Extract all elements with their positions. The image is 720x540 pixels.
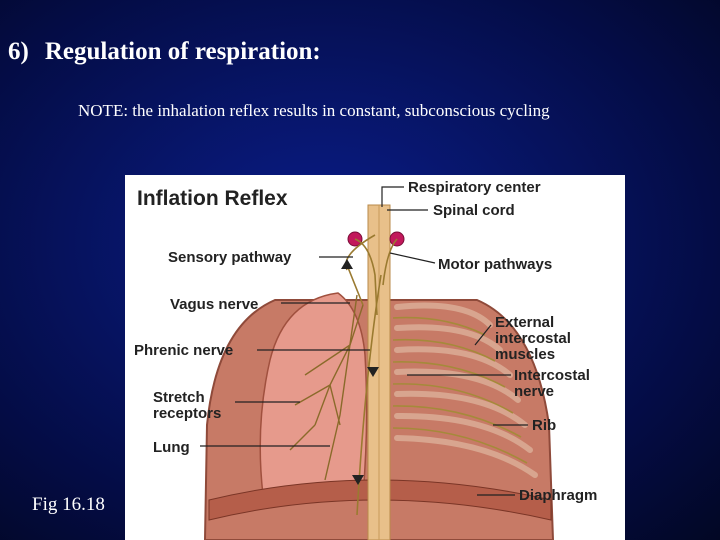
motor-pathways-label: Motor pathways bbox=[438, 256, 552, 273]
vagus-nerve-label: Vagus nerve bbox=[170, 296, 258, 313]
external-intercostal-label-2: intercostal bbox=[495, 330, 571, 347]
figure-caption: Fig 16.18 bbox=[32, 494, 105, 515]
rib-label: Rib bbox=[532, 417, 556, 434]
intercostal-nerve-label-2: nerve bbox=[514, 383, 554, 400]
leader-lines bbox=[200, 186, 528, 496]
respiratory-center-label: Respiratory center bbox=[408, 179, 541, 196]
ribs bbox=[394, 302, 538, 478]
inflation-reflex-diagram: Inflation Reflex Respiratory center Spin… bbox=[134, 179, 597, 540]
stretch-receptors-label-1: Stretch bbox=[153, 389, 205, 406]
diaphragm-label: Diaphragm bbox=[519, 487, 597, 504]
intercostal-nerves bbox=[392, 316, 528, 464]
external-intercostal-label-1: External bbox=[495, 314, 554, 331]
slide-note: NOTE: the inhalation reflex results in c… bbox=[78, 101, 550, 120]
slide-number: 6) bbox=[8, 38, 29, 65]
slide-title-text: Regulation of respiration: bbox=[44, 38, 321, 65]
inflation-reflex-figure: Inflation Reflex Respiratory center Spin… bbox=[125, 175, 625, 540]
phrenic-nerve-label: Phrenic nerve bbox=[134, 342, 233, 359]
diaphragm-shape bbox=[208, 479, 552, 521]
spinal-cord-label: Spinal cord bbox=[433, 202, 515, 219]
external-intercostal-label-3: muscles bbox=[495, 346, 555, 363]
stretch-receptors-label-2: receptors bbox=[153, 405, 221, 422]
flow-arrows bbox=[341, 259, 379, 485]
slide-title: 6) Regulation of respiration: bbox=[8, 38, 321, 66]
sensory-pathway-label: Sensory pathway bbox=[168, 249, 292, 266]
lung-label: Lung bbox=[153, 439, 190, 456]
intercostal-nerve-label-1: Intercostal bbox=[514, 367, 590, 384]
figure-title: Inflation Reflex bbox=[137, 187, 288, 210]
